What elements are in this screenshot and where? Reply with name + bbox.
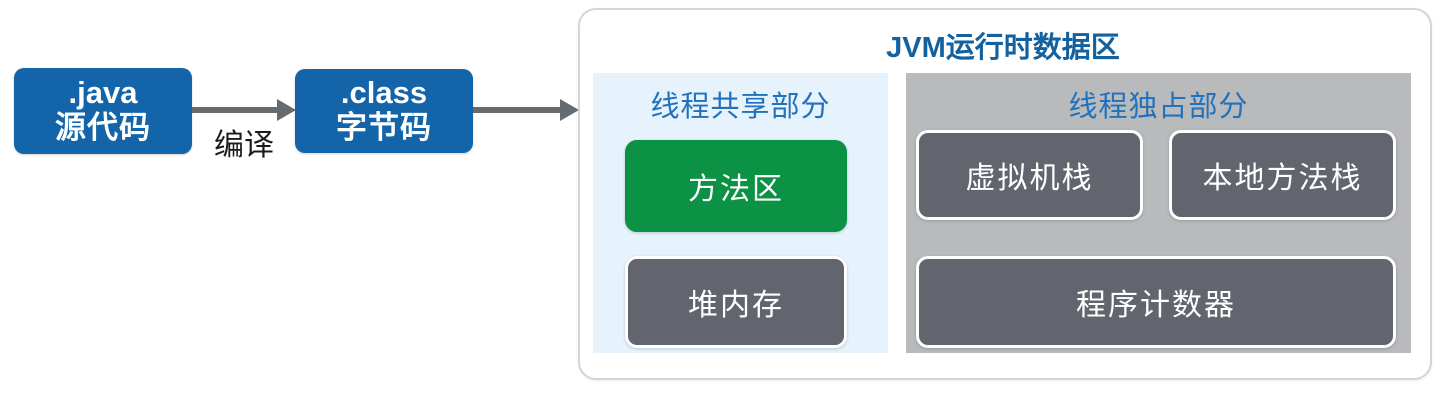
region-program-counter: 程序计数器 (916, 256, 1396, 348)
jvm-runtime-data-area-title: JVM运行时数据区 (886, 32, 1120, 64)
java-source-box: .java 源代码 (14, 68, 192, 154)
thread-shared-heading: 线程共享部分 (650, 89, 831, 123)
arrow-shaft (192, 107, 278, 113)
region-heap-memory: 堆内存 (625, 256, 847, 348)
class-bytecode-box: .class 字节码 (295, 69, 473, 153)
compile-arrow-icon (192, 99, 296, 121)
region-method-area: 方法区 (625, 140, 847, 232)
region-vm-stack: 虚拟机栈 (916, 130, 1143, 220)
load-arrow-icon (473, 99, 579, 121)
thread-exclusive-heading: 线程独占部分 (1068, 89, 1249, 123)
java-source-label: 源代码 (55, 110, 151, 145)
arrow-head (560, 99, 579, 121)
compile-label: 编译 (214, 128, 274, 163)
java-source-extension: .java (68, 75, 138, 111)
arrow-shaft (473, 107, 561, 113)
class-bytecode-label: 字节码 (336, 110, 432, 145)
arrow-head (277, 99, 296, 121)
class-file-extension: .class (340, 75, 428, 111)
region-native-method-stack: 本地方法栈 (1169, 130, 1396, 220)
